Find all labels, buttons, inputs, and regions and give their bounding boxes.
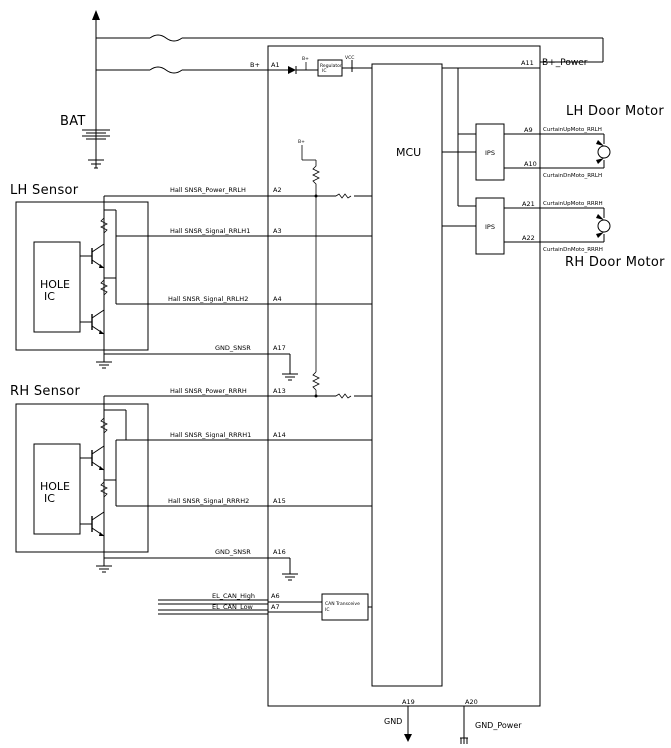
- lh-door-motor-label: LH Door Motor: [566, 104, 664, 119]
- pin-label: A14: [273, 431, 286, 439]
- signal-label: CurtainUpMoto_RRRH: [543, 201, 603, 207]
- resistor-icon: [312, 160, 320, 190]
- resistor-icon: [100, 417, 108, 434]
- signal-label: Hall SNSR_Power_RRLH: [170, 186, 246, 194]
- pin-label: A4: [273, 295, 282, 303]
- motor-icon: [597, 219, 611, 233]
- lh-hole-ic-box: [33, 241, 81, 333]
- gnd-label: GND: [384, 717, 402, 726]
- can-transceiver-box: [321, 593, 369, 621]
- signal-label: EL_CAN_High: [212, 592, 255, 600]
- rh-door-motor-label: RH Door Motor: [565, 255, 665, 270]
- signal-label: CurtainDnMoto_RRLH: [543, 173, 602, 179]
- bottom-grounds: A19 GND A20 GND_Power: [384, 698, 522, 744]
- signal-label: GND_SNSR: [215, 344, 251, 352]
- pin-label: A20: [465, 698, 478, 706]
- rh-sensor-label: RH Sensor: [10, 384, 81, 399]
- signal-label: B+: [250, 61, 260, 69]
- battery-feed: BAT: [60, 10, 604, 169]
- left-pin-lines: B+ A1 Hall SNSR_Power_RRLH A2 Hall SNSR_…: [104, 61, 372, 615]
- bplus-small-label: B+: [302, 56, 309, 62]
- pin-label: A11: [521, 59, 534, 67]
- signal-label: Hall SNSR_Signal_RRLH2: [168, 295, 248, 303]
- pin-label: A7: [271, 603, 280, 611]
- pin-label: A22: [522, 234, 535, 242]
- lh-sensor-label: LH Sensor: [10, 183, 79, 198]
- signal-label: Hall SNSR_Signal_RRRH1: [170, 431, 251, 439]
- signal-label: CurtainUpMoto_RRLH: [543, 127, 602, 133]
- bat-label: BAT: [60, 114, 86, 129]
- signal-label: Hall SNSR_Signal_RRRH2: [168, 497, 249, 505]
- pin-label: A10: [524, 160, 537, 168]
- signal-label: Hall SNSR_Power_RRRH: [170, 387, 247, 395]
- signal-label: CurtainDnMoto_RRRH: [543, 247, 603, 253]
- resistor-icon: [335, 193, 352, 199]
- rh-hole-ic-box: [33, 443, 81, 535]
- pin-label: A3: [273, 227, 282, 235]
- rh-sensor-box: [15, 403, 149, 553]
- signal-label: GND_SNSR: [215, 548, 251, 556]
- signal-label: EL_CAN_Low: [212, 603, 254, 611]
- vcc-label: VCC: [345, 55, 354, 61]
- mcu-box: [371, 63, 443, 687]
- signal-label: B+_Power: [542, 58, 588, 68]
- pin-label: A6: [271, 592, 280, 600]
- pin-label: A15: [273, 497, 286, 505]
- pin-label: A17: [273, 344, 286, 352]
- resistor-icon: [100, 279, 108, 296]
- ecu-box: [267, 45, 541, 707]
- pin-label: A16: [273, 548, 286, 556]
- pin-label: A21: [522, 200, 535, 208]
- ips-label: IPS: [485, 149, 495, 157]
- resistor-icon: [312, 371, 320, 391]
- pin-label: A13: [273, 387, 286, 395]
- pin-label: A9: [524, 126, 533, 134]
- resistor-icon: [335, 393, 352, 399]
- gnd-power-label: GND_Power: [475, 721, 522, 730]
- pullup-bplus-label: B+: [298, 139, 305, 145]
- signal-label: Hall SNSR_Signal_RRLH1: [170, 227, 250, 235]
- ips-label: IPS: [485, 223, 495, 231]
- up-arrow-icon: [92, 10, 100, 20]
- pin-label: A19: [402, 698, 415, 706]
- pullup-chain: B+: [298, 139, 320, 398]
- resistor-icon: [100, 217, 108, 234]
- diode-icon: [288, 66, 296, 74]
- down-arrow-icon: [404, 734, 412, 742]
- lh-sensor-box: [15, 201, 149, 351]
- right-side: A11 B+_Power IPS A9 A10 IPS A21 A22 Curt…: [442, 58, 665, 270]
- motor-icon: [597, 145, 611, 159]
- resistor-icon: [100, 481, 108, 498]
- pin-label: A2: [273, 186, 282, 194]
- pin-label: A1: [271, 61, 280, 69]
- mcu-label: MCU: [396, 146, 421, 159]
